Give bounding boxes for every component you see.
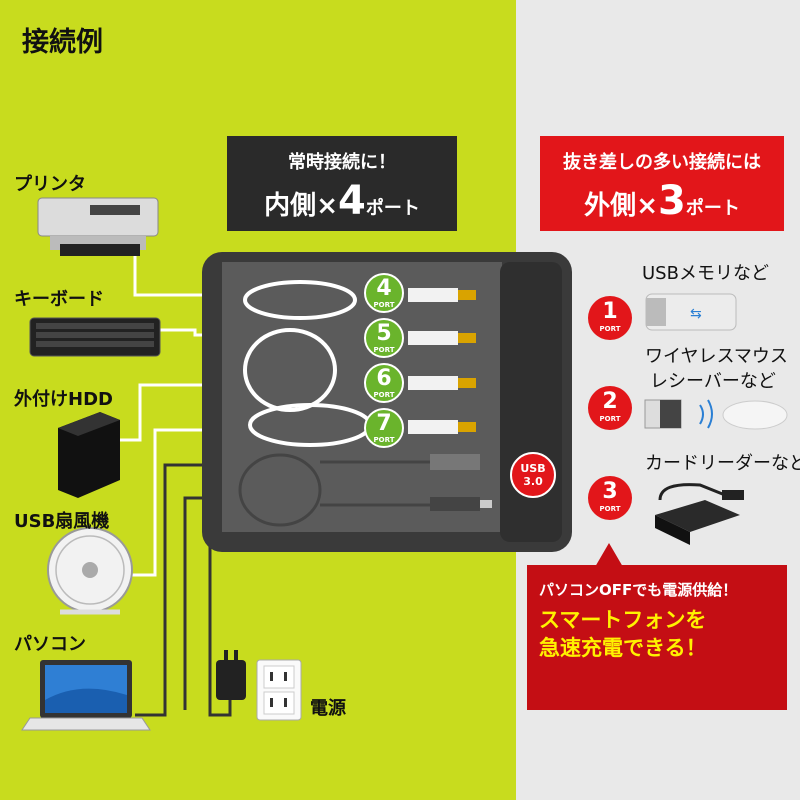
outer-port-3: 3 PORT bbox=[588, 476, 632, 520]
usb3-badge: USB 3.0 bbox=[510, 452, 556, 498]
outer-port-1: 1 PORT bbox=[588, 296, 632, 340]
inner-port-6-label: PORT bbox=[373, 391, 395, 399]
printer-icon bbox=[37, 197, 159, 256]
inner-port-4: 4 PORT bbox=[364, 273, 404, 313]
outer-port-1-num: 1 bbox=[602, 299, 618, 324]
callout-line1: パソコンOFFでも電源供給！ bbox=[539, 581, 738, 599]
inner-port-7-num: 7 bbox=[376, 411, 392, 436]
pc-label: パソコン bbox=[14, 634, 86, 655]
inner-port-5-num: 5 bbox=[376, 321, 392, 346]
inner-port-6-num: 6 bbox=[376, 366, 392, 391]
outer-port-2: 2 PORT bbox=[588, 386, 632, 430]
outer-banner-prefix: 外側 bbox=[584, 191, 637, 221]
outer-banner-num: 3 bbox=[657, 178, 686, 224]
outer-banner: 抜き差しの多い接続には 外側×3ポート bbox=[540, 136, 784, 231]
inner-banner-line1: 常時接続に！ bbox=[288, 152, 396, 173]
outer-banner-suffix: ポート bbox=[685, 198, 740, 219]
keyboard-label: キーボード bbox=[14, 289, 104, 310]
callout-line3: 急速充電できる！ bbox=[539, 636, 707, 660]
inner-banner-times: × bbox=[316, 191, 338, 221]
receiver-icon bbox=[644, 399, 682, 429]
callout-line2: スマートフォンを bbox=[539, 608, 707, 632]
hdd-cable bbox=[120, 383, 215, 442]
outer-device-3-label: カードリーダーなど bbox=[645, 453, 800, 474]
coil-2 bbox=[243, 328, 337, 412]
printer-cable bbox=[133, 250, 215, 297]
outer-device-1-label: USBメモリなど bbox=[642, 263, 769, 284]
inner-usb-plugs bbox=[408, 288, 492, 511]
hdd-label: 外付けHDD bbox=[14, 389, 113, 410]
outer-banner-line2: 外側×3ポート bbox=[540, 178, 784, 224]
outer-port-2-label: PORT bbox=[599, 415, 621, 423]
inner-port-4-num: 4 bbox=[376, 276, 392, 301]
inner-banner: 常時接続に！ 内側×4ポート bbox=[227, 136, 457, 231]
power-outlet-icon bbox=[256, 659, 302, 721]
printer-label: プリンタ bbox=[14, 174, 86, 195]
inner-port-5-label: PORT bbox=[373, 346, 395, 354]
card-reader-icon bbox=[655, 483, 744, 545]
outer-port-3-num: 3 bbox=[602, 479, 618, 504]
inner-banner-line2: 内側×4ポート bbox=[227, 178, 457, 224]
inner-banner-suffix: ポート bbox=[365, 198, 420, 219]
pc-cable bbox=[135, 463, 215, 717]
charging-callout: パソコンOFFでも電源供給！ スマートフォンを 急速充電できる！ bbox=[527, 565, 787, 710]
inner-banner-prefix: 内側 bbox=[264, 191, 317, 221]
usb3-badge-line2: 3.0 bbox=[523, 475, 543, 488]
outer-port-3-label: PORT bbox=[599, 505, 621, 513]
hdd-icon bbox=[58, 412, 120, 498]
inner-port-4-label: PORT bbox=[373, 301, 395, 309]
inner-port-6: 6 PORT bbox=[364, 363, 404, 403]
svg-text:⇆: ⇆ bbox=[690, 306, 702, 322]
coil-black bbox=[238, 453, 322, 527]
outer-port-1-label: PORT bbox=[599, 325, 621, 333]
power-label: 電源 bbox=[310, 698, 346, 719]
coil-1 bbox=[243, 280, 357, 320]
inner-banner-num: 4 bbox=[337, 178, 366, 224]
outer-device-2-label-line1: ワイヤレスマウス bbox=[645, 346, 788, 367]
outer-banner-line1: 抜き差しの多い接続には bbox=[563, 152, 761, 173]
fan-cable bbox=[130, 428, 215, 577]
inner-port-7-label: PORT bbox=[373, 436, 395, 444]
wireless-mouse-icon bbox=[699, 399, 788, 430]
outer-device-2-label-line2: レシーバーなど bbox=[650, 371, 776, 392]
usb-memory-icon: ⇆ bbox=[645, 293, 737, 331]
outer-banner-times: × bbox=[636, 191, 658, 221]
inner-port-7: 7 PORT bbox=[364, 408, 404, 448]
power-adapter-icon bbox=[216, 650, 246, 700]
page-title: 接続例 bbox=[22, 27, 103, 58]
inner-port-5: 5 PORT bbox=[364, 318, 404, 358]
fan-label: USB扇風機 bbox=[14, 511, 110, 532]
laptop-icon bbox=[21, 660, 151, 731]
keyboard-icon bbox=[29, 317, 161, 357]
callout-pointer bbox=[595, 543, 623, 567]
outer-port-2-num: 2 bbox=[602, 389, 618, 414]
usb3-badge-line1: USB bbox=[520, 462, 546, 475]
fan-icon bbox=[47, 527, 133, 615]
